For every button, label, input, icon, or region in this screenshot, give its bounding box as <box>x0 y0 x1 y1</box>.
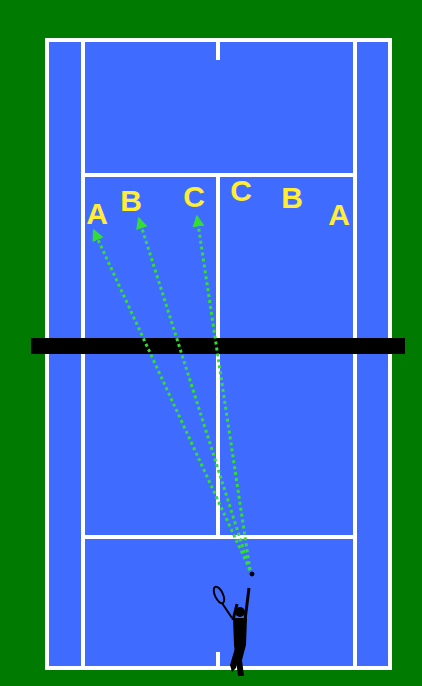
zone-letter: A <box>86 199 108 229</box>
serve-paths <box>94 217 250 570</box>
server-figure <box>212 572 254 676</box>
zone-letter: B <box>120 186 142 216</box>
zone-letter: B <box>281 183 303 213</box>
net <box>31 338 405 354</box>
zone-letter: C <box>230 176 252 206</box>
zone-letter: C <box>183 182 205 212</box>
zone-letter: A <box>328 200 350 230</box>
